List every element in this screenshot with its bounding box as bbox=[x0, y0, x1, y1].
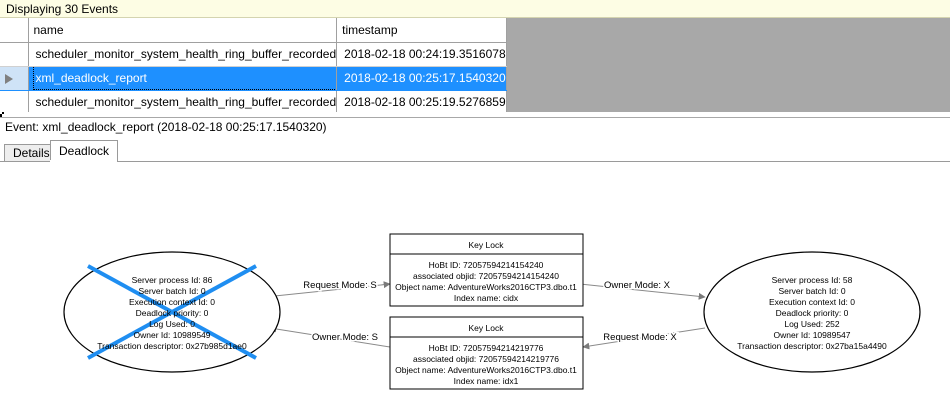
node-resource-key-lock-bottom[interactable]: Key Lock HoBt ID: 72057594214219776 asso… bbox=[389, 316, 584, 390]
tab-deadlock[interactable]: Deadlock bbox=[50, 140, 119, 162]
current-row-arrow-icon bbox=[5, 73, 13, 84]
surviving-line-4: Log Used: 252 bbox=[784, 319, 840, 329]
surviving-line-1: Server batch Id: 0 bbox=[778, 286, 845, 296]
victim-line-1: Server batch Id: 0 bbox=[138, 286, 205, 296]
row-selector-cell[interactable] bbox=[0, 42, 29, 67]
victim-line-6: Transaction descriptor: 0x27b985d1ae0 bbox=[97, 341, 247, 351]
row-name-text: scheduler_monitor_system_health_ring_buf… bbox=[35, 95, 337, 109]
victim-line-0: Server process Id: 86 bbox=[132, 275, 213, 285]
column-header-name[interactable]: name bbox=[28, 18, 338, 43]
row-timestamp-cell[interactable]: 2018-02-18 00:24:19.3516078 bbox=[336, 42, 507, 67]
resource-bottom-line-1: associated objid: 72057594214219776 bbox=[413, 354, 559, 364]
row-name-text: xml_deadlock_report bbox=[32, 66, 336, 89]
row-name-text: scheduler_monitor_system_health_ring_buf… bbox=[35, 47, 337, 61]
surviving-line-2: Execution context Id: 0 bbox=[769, 297, 855, 307]
victim-cross-icon bbox=[87, 264, 257, 360]
row-selector-cell[interactable] bbox=[0, 90, 29, 115]
horizontal-splitter[interactable] bbox=[0, 112, 950, 117]
event-header: Event: xml_deadlock_report (2018-02-18 0… bbox=[0, 119, 950, 137]
edge-request-mode-x bbox=[582, 327, 706, 350]
edge-label-owner-mode-x: Owner Mode: X bbox=[604, 280, 671, 291]
resource-top-title: Key Lock bbox=[469, 240, 505, 250]
resource-bottom-line-0: HoBt ID: 72057594214219776 bbox=[429, 343, 544, 353]
row-name-cell[interactable]: scheduler_monitor_system_health_ring_buf… bbox=[28, 90, 338, 115]
row-timestamp-text: 2018-02-18 00:25:17.1540320 bbox=[344, 71, 506, 85]
row-timestamp-text: 2018-02-18 00:25:19.5276859 bbox=[344, 95, 506, 109]
surviving-line-0: Server process Id: 58 bbox=[772, 275, 853, 285]
active-tab-seam bbox=[50, 160, 115, 162]
resource-bottom-title: Key Lock bbox=[469, 323, 505, 333]
resource-top-line-0: HoBt ID: 72057594214154240 bbox=[429, 260, 544, 270]
victim-line-5: Owner Id: 10989549 bbox=[133, 330, 210, 340]
table-row[interactable]: xml_deadlock_report 2018-02-18 00:25:17.… bbox=[0, 66, 507, 91]
events-grid[interactable]: name timestamp scheduler_monitor_system_… bbox=[0, 18, 507, 115]
resource-bottom-line-2: Object name: AdventureWorks2016CTP3.dbo.… bbox=[395, 365, 577, 375]
event-title-label: Event: xml_deadlock_report (2018-02-18 0… bbox=[5, 120, 327, 134]
row-selector-cell[interactable] bbox=[0, 66, 29, 91]
edge-owner-mode-s bbox=[269, 325, 391, 348]
row-name-cell[interactable]: scheduler_monitor_system_health_ring_buf… bbox=[28, 42, 338, 67]
surviving-line-6: Transaction descriptor: 0x27ba15a4490 bbox=[737, 341, 887, 351]
surviving-line-5: Owner Id: 10989547 bbox=[773, 330, 850, 340]
column-header-selector bbox=[0, 18, 29, 43]
row-name-cell[interactable]: xml_deadlock_report bbox=[28, 66, 338, 91]
node-resource-key-lock-top[interactable]: Key Lock HoBt ID: 72057594214154240 asso… bbox=[389, 233, 584, 307]
table-row[interactable]: scheduler_monitor_system_health_ring_buf… bbox=[0, 42, 507, 67]
surviving-line-3: Deadlock priority: 0 bbox=[776, 308, 849, 318]
row-timestamp-cell[interactable]: 2018-02-18 00:25:19.5276859 bbox=[336, 90, 507, 115]
row-timestamp-text: 2018-02-18 00:24:19.3516078 bbox=[344, 47, 506, 61]
events-grid-area[interactable]: name timestamp scheduler_monitor_system_… bbox=[0, 18, 950, 118]
node-surviving-process[interactable]: Server process Id: 58 Server batch Id: 0… bbox=[703, 251, 921, 373]
column-header-timestamp[interactable]: timestamp bbox=[336, 18, 507, 43]
table-header-row: name timestamp bbox=[0, 18, 507, 43]
edge-label-request-mode-x: Request Mode: X bbox=[603, 332, 677, 343]
edge-label-request-mode-s: Request Mode: S bbox=[303, 280, 376, 291]
edge-request-mode-s bbox=[264, 281, 391, 298]
resource-top-line-2: Object name: AdventureWorks2016CTP3.dbo.… bbox=[395, 282, 577, 292]
edge-label-owner-mode-s: Owner Mode: S bbox=[312, 332, 378, 343]
table-row[interactable]: scheduler_monitor_system_health_ring_buf… bbox=[0, 90, 507, 115]
victim-line-3: Deadlock priority: 0 bbox=[136, 308, 209, 318]
edge-owner-mode-x bbox=[579, 283, 706, 300]
resource-top-line-3: Index name: cidx bbox=[454, 293, 519, 303]
events-banner: Displaying 30 Events bbox=[0, 0, 950, 18]
resource-top-line-1: associated objid: 72057594214154240 bbox=[413, 271, 559, 281]
tab-strip[interactable]: Details Deadlock bbox=[0, 140, 950, 162]
deadlock-graph-canvas[interactable]: Server process Id: 86 Server batch Id: 0… bbox=[0, 162, 950, 400]
victim-line-2: Execution context Id: 0 bbox=[129, 297, 215, 307]
node-victim-process[interactable]: Server process Id: 86 Server batch Id: 0… bbox=[63, 251, 281, 373]
victim-line-4: Log Used: 0 bbox=[149, 319, 195, 329]
row-timestamp-cell[interactable]: 2018-02-18 00:25:17.1540320 bbox=[336, 66, 507, 91]
events-count-label: Displaying 30 Events bbox=[6, 2, 119, 16]
resource-bottom-line-3: Index name: idx1 bbox=[454, 376, 519, 386]
